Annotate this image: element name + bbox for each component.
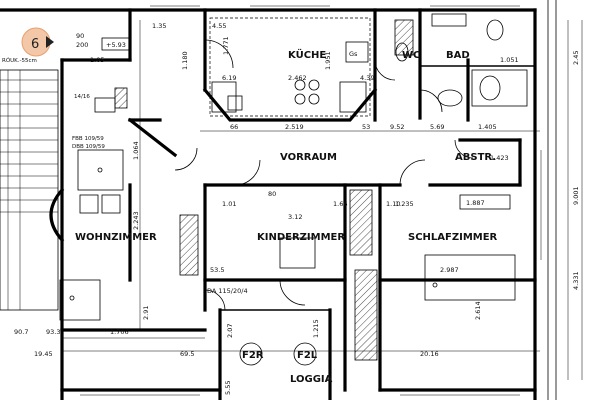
dim-207: 2.07 bbox=[226, 324, 234, 338]
dim-80: 80 bbox=[268, 190, 276, 198]
room-loggia: LOGGIA bbox=[290, 374, 333, 385]
dim-1235: 1.235 bbox=[395, 200, 414, 208]
bath-fixtures bbox=[395, 13, 528, 107]
shafts bbox=[114, 19, 414, 361]
annotations: RÓUK.-55cm +5.93 Gs DA 115/20/4 FBB 109/… bbox=[2, 37, 358, 295]
dim-2462: 2.462 bbox=[288, 74, 307, 82]
room-wc: WC bbox=[402, 50, 420, 61]
marker-number: 6 bbox=[31, 37, 39, 52]
dim-2614: 2.614 bbox=[474, 301, 482, 320]
marker-f2r: F2R bbox=[242, 350, 264, 361]
marker-arrow-icon bbox=[46, 36, 54, 48]
dim-1706: 1.706 bbox=[110, 328, 129, 336]
dim-439: 4.39 bbox=[360, 74, 374, 82]
walls bbox=[0, 0, 557, 400]
marker-f2l: F2L bbox=[297, 350, 318, 361]
furniture bbox=[59, 97, 516, 321]
room-abstr: ABSTR. bbox=[455, 152, 496, 163]
dim-1771: 1.771 bbox=[222, 36, 230, 55]
dim-105: 1.05 bbox=[90, 56, 104, 64]
dim-1405: 1.405 bbox=[478, 123, 497, 131]
room-kinderzimmer: KINDERZIMMER bbox=[257, 232, 345, 243]
staircase-steps bbox=[0, 70, 58, 310]
dim-2243: 2.243 bbox=[132, 211, 140, 230]
label-da: DA 115/20/4 bbox=[207, 287, 248, 295]
dim-1951: 1.951 bbox=[324, 51, 332, 70]
label-level: +5.93 bbox=[106, 41, 126, 49]
dim-1945: 19.45 bbox=[34, 350, 53, 358]
room-bad: BAD bbox=[446, 50, 470, 61]
dim-1215: 1.215 bbox=[312, 319, 320, 338]
label-fbb: FBB 109/59 bbox=[72, 136, 104, 142]
dim-312: 3.12 bbox=[288, 213, 302, 221]
dim-907: 90.7 bbox=[14, 328, 28, 336]
label-gs: Gs bbox=[349, 50, 358, 58]
dim-569: 5.69 bbox=[430, 123, 444, 131]
dim-200: 200 bbox=[76, 41, 88, 49]
dim-291: 2.91 bbox=[142, 306, 150, 320]
doors bbox=[174, 39, 474, 311]
dim-4331: 4.331 bbox=[572, 271, 580, 290]
label-dbb: DBB 109/59 bbox=[72, 144, 105, 150]
dim-619: 6.19 bbox=[222, 74, 236, 82]
dimension-texts: 2.519 2.462 1.951 1.771 66 53 9.52 5.69 … bbox=[14, 22, 580, 395]
dim-1051: 1.051 bbox=[500, 56, 519, 64]
dim-695: 69.5 bbox=[180, 350, 194, 358]
dim-53: 53 bbox=[362, 123, 370, 131]
dim-1423: 1.423 bbox=[490, 154, 509, 162]
dim-1064: 1.064 bbox=[132, 141, 140, 160]
windows bbox=[80, 5, 542, 396]
dim-952: 9.52 bbox=[390, 123, 404, 131]
kitchen-fixtures bbox=[209, 17, 371, 117]
dim-166: 1.66 bbox=[333, 200, 347, 208]
room-wohnzimmer: WOHNZIMMER bbox=[75, 232, 157, 243]
dim-2519: 2.519 bbox=[285, 123, 304, 131]
dim-135: 1.35 bbox=[152, 22, 166, 30]
dim-66: 66 bbox=[230, 123, 238, 131]
dim-535: 53.5 bbox=[210, 266, 224, 274]
dim-1887: 1.887 bbox=[466, 199, 485, 207]
f2r-circle bbox=[239, 342, 263, 366]
label-rauchfang: RÓUK.-55cm bbox=[2, 57, 37, 64]
dim-455: 4.55 bbox=[212, 22, 226, 30]
dim-2987: 2.987 bbox=[440, 266, 459, 274]
dim-933: 93.3 bbox=[46, 328, 60, 336]
dimension-lines bbox=[62, 20, 583, 380]
level-box bbox=[101, 37, 131, 51]
label-top: 14/16 bbox=[74, 94, 90, 100]
dim-101: 1.01 bbox=[222, 200, 236, 208]
room-schlafzimmer: SCHLAFZIMMER bbox=[408, 232, 498, 243]
elevation-markers: F2R F2L bbox=[239, 342, 318, 366]
dim-555: 5.55 bbox=[224, 381, 232, 395]
dim-90: 90 bbox=[76, 32, 84, 40]
location-marker: 6 bbox=[21, 27, 54, 57]
dim-245: 2.45 bbox=[572, 51, 580, 65]
dim-2016: 20.16 bbox=[420, 350, 439, 358]
f2l-circle bbox=[293, 342, 317, 366]
room-kueche: KÜCHE bbox=[288, 47, 326, 61]
dim-110: 1.10 bbox=[386, 200, 400, 208]
room-vorraum: VORRAUM bbox=[280, 152, 337, 163]
dim-9001: 9.001 bbox=[572, 186, 580, 205]
room-labels: KÜCHE WC BAD VORRAUM ABSTR. WOHNZIMMER K… bbox=[75, 47, 498, 385]
dim-1180: 1.180 bbox=[181, 51, 189, 70]
